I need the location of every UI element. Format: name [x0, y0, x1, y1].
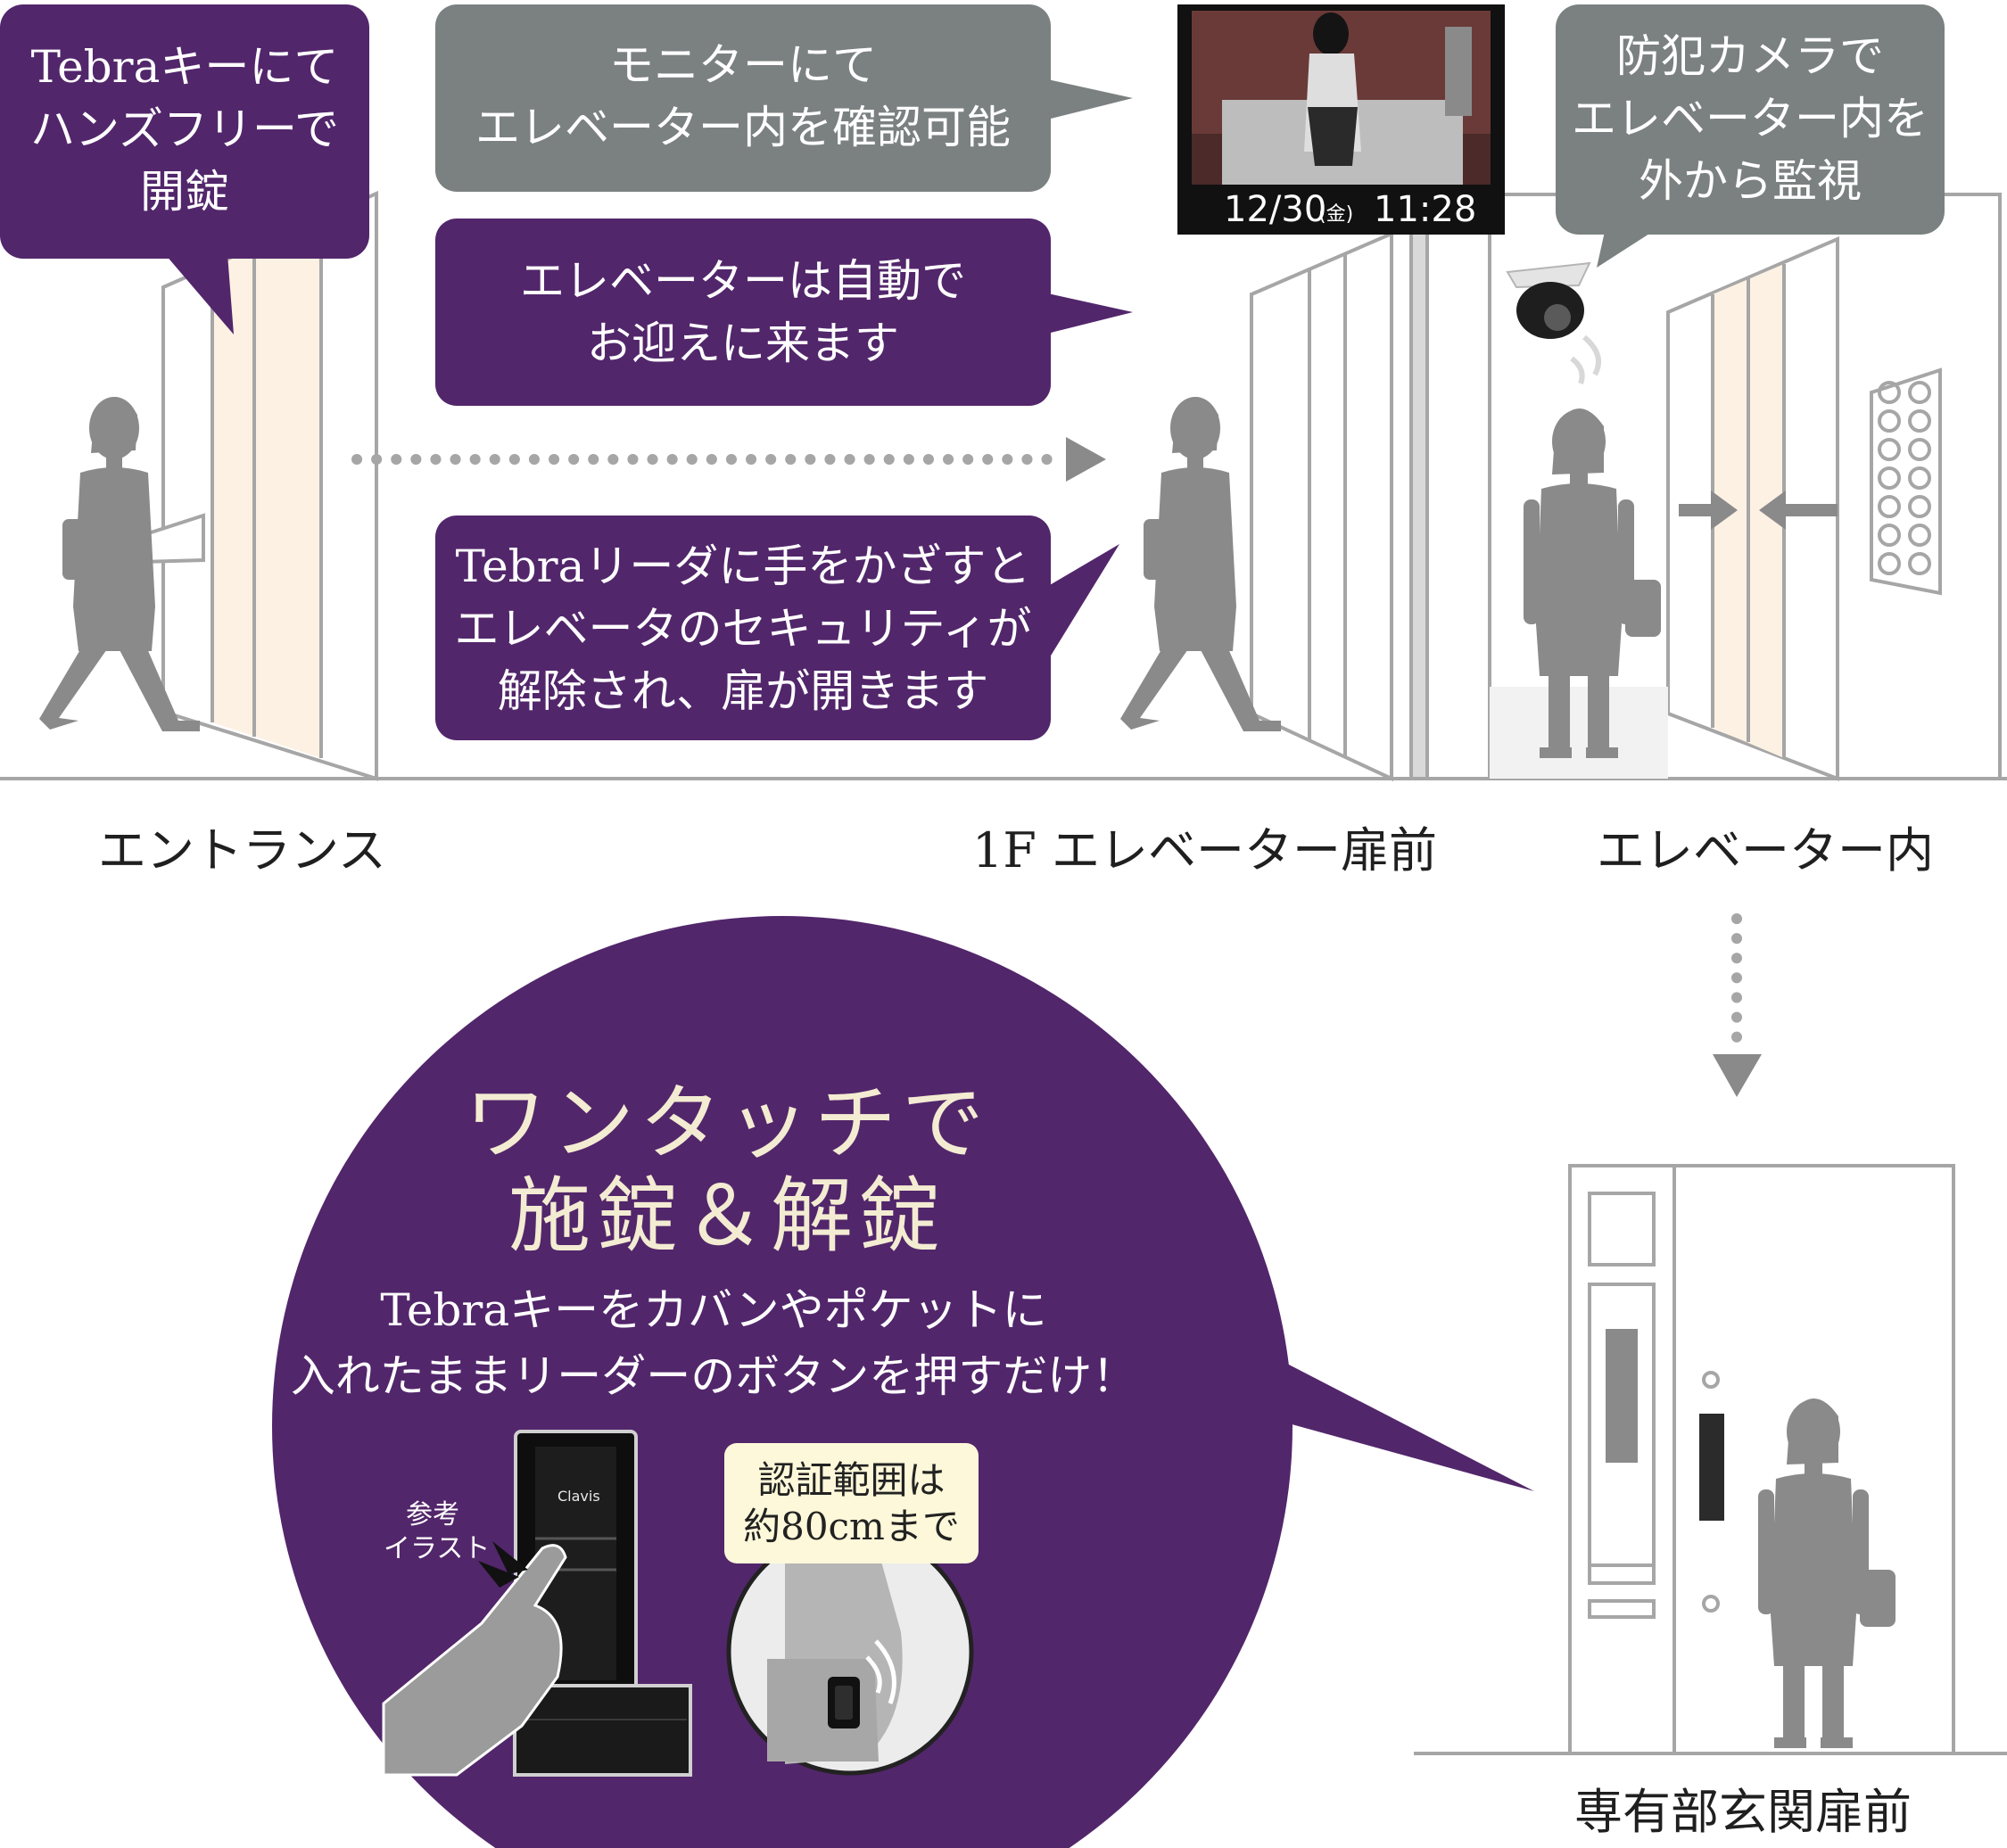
location-label-elevator-inside: エレベーター内	[1597, 822, 1934, 879]
floor-button	[1878, 552, 1901, 575]
bubble-reader	[435, 516, 1119, 740]
location-label-elevator-hall: 1F エレベーター扉前	[972, 822, 1437, 879]
entrance-door	[161, 190, 378, 781]
bubble-camera	[1556, 4, 1945, 268]
floor-button	[1908, 552, 1931, 575]
bubble-auto-call-line-2: お迎えに来ます	[587, 318, 899, 369]
monitor-weekday: (金)	[1318, 203, 1354, 226]
elevator-cab-floor	[1490, 687, 1668, 779]
floor-button	[1878, 524, 1901, 547]
bubble-monitor	[435, 4, 1133, 192]
floor-button	[1878, 466, 1901, 490]
bubble-monitor-line-1: モニターにて	[609, 39, 877, 91]
bubble-camera-line-2: エレベーター内を	[1572, 93, 1929, 144]
door-closing-arrows-icon	[1679, 491, 1838, 530]
floor-button	[1878, 495, 1901, 518]
security-camera-icon	[1506, 261, 1601, 385]
floor-button	[1908, 524, 1931, 547]
illustration-note-line-1: 参考	[406, 1499, 459, 1530]
bubble-monitor-line-2: エレベーター内を確認可能	[475, 102, 1011, 153]
reader-brand-logo: Clavis	[558, 1488, 600, 1505]
illustration-note-line-2: イラスト	[384, 1533, 491, 1564]
bubble-reader-text: Tebraリーダに手をかざすと エレベータのセキュリティが 解除され、扉が開きま…	[435, 535, 1051, 722]
bubble-camera-line-3: 外から監視	[1639, 155, 1862, 207]
unit-entrance-door	[1414, 1164, 2007, 1755]
bubble-auto-call	[435, 219, 1133, 406]
location-label-entrance: エントランス	[98, 822, 386, 879]
floor-button	[1878, 438, 1901, 461]
bubble-handsfree-line-1: Tebraキーにて	[30, 41, 339, 93]
monitor-screen	[1177, 4, 1505, 235]
floor-button	[1908, 495, 1931, 518]
floor-button	[1908, 466, 1931, 490]
monitor-date: 12/30	[1224, 189, 1327, 230]
bubble-reader-line-3: 解除され、扉が開きます	[497, 665, 989, 717]
floor-button	[1878, 409, 1901, 433]
feature-headline: ワンタッチで 施錠＆解錠	[375, 1077, 1079, 1263]
bubble-handsfree	[0, 4, 369, 334]
bubble-reader-line-2: エレベータのセキュリティが	[454, 603, 1032, 655]
pointing-hand-icon	[382, 1541, 567, 1777]
range-badge-line-2: 約80cmまで	[743, 1505, 960, 1548]
bubble-handsfree-line-2: ハンズフリーで	[30, 103, 339, 155]
bubble-handsfree-text: Tebraキーにて ハンズフリーで 開錠	[0, 36, 369, 223]
bubble-auto-call-line-1: エレベーターは自動で	[520, 255, 966, 307]
floor-button	[1908, 438, 1931, 461]
range-badge-line-1: 認証範囲は	[757, 1458, 946, 1502]
range-badge-bg	[724, 1443, 979, 1563]
floor-button	[1908, 409, 1931, 433]
floor-button-panel	[1870, 367, 1942, 596]
monitor-time: 11:28	[1374, 189, 1477, 230]
bubble-reader-line-1: Tebraリーダに手をかざすと	[455, 540, 1031, 592]
location-label-unit-door: 専有部玄関扉前	[1574, 1784, 1912, 1840]
bubble-auto-call-text: エレベーターは自動で お迎えに来ます	[435, 250, 1051, 375]
bubble-handsfree-line-3: 開錠	[140, 166, 229, 218]
range-badge: 認証範囲は 約80cmまで	[724, 1457, 979, 1550]
feature-headline-line-2: 施錠＆解錠	[508, 1168, 946, 1264]
arrow-head-down-icon	[1713, 1054, 1762, 1097]
feature-description-line-2: 入れたままリーダーのボタンを押すだけ！	[290, 1350, 1137, 1402]
feature-description: Tebraキーをカバンやポケットに 入れたままリーダーのボタンを押すだけ！	[285, 1277, 1142, 1409]
floor-button	[1908, 381, 1931, 404]
bubble-camera-line-1: 防犯カメラで	[1616, 30, 1884, 82]
bubble-monitor-text: モニターにて エレベーター内を確認可能	[435, 34, 1051, 159]
feature-headline-line-1: ワンタッチで	[464, 1076, 989, 1171]
illustration-note: 参考 イラスト	[384, 1498, 491, 1566]
floor-button	[1878, 381, 1901, 404]
bubble-camera-text: 防犯カメラで エレベーター内を 外から監視	[1556, 25, 1945, 212]
feature-description-line-1: Tebraキーをカバンやポケットに	[380, 1284, 1047, 1336]
range-illustration	[726, 1528, 974, 1776]
arrow-head-right-icon	[1066, 437, 1106, 482]
